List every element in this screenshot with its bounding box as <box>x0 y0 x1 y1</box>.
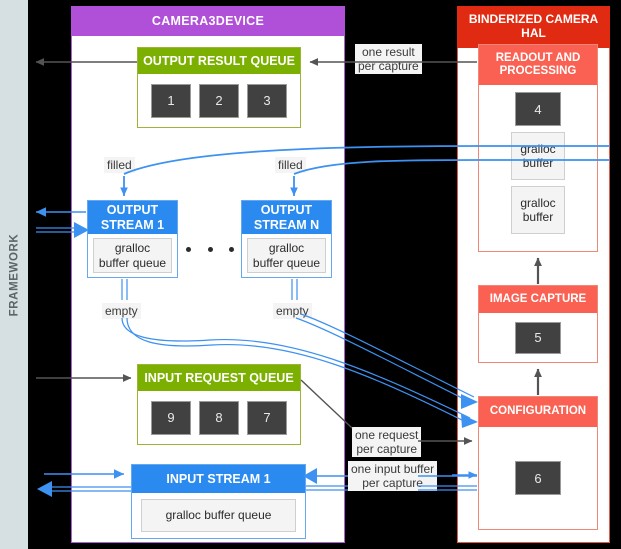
gralloc-buffer-queue: gralloc buffer queue <box>247 238 326 273</box>
output-result-queue-title: OUTPUT RESULT QUEUE <box>138 48 300 74</box>
output-stream-1-body: gralloc buffer queue <box>88 234 177 277</box>
configuration: CONFIGURATION 6 <box>478 396 598 530</box>
dot <box>207 246 213 252</box>
framework-label: FRAMEWORK <box>8 233 21 316</box>
chip: 3 <box>247 83 287 118</box>
output-stream-1-title-line-2: STREAM 1 <box>100 217 165 232</box>
label-line-2: per capture <box>358 59 419 74</box>
output-result-queue: OUTPUT RESULT QUEUE 1 2 3 <box>137 47 301 128</box>
readout-title-line-2: PROCESSING <box>499 65 577 77</box>
gralloc-line-1: gralloc <box>114 241 151 256</box>
gralloc-buffer-queue: gralloc buffer queue <box>93 238 172 273</box>
label-one-input-buffer-per-capture: one input buffer per capture <box>348 461 438 492</box>
readout-and-processing: READOUT AND PROCESSING 4 gralloc buffer … <box>478 44 598 252</box>
output-stream-n-title-line-2: STREAM N <box>253 217 320 232</box>
label-line-2: per capture <box>362 476 423 491</box>
chip: 2 <box>199 83 239 118</box>
chip: 9 <box>151 400 191 435</box>
framework-rail: FRAMEWORK <box>0 0 28 549</box>
dot <box>229 246 234 252</box>
output-stream-1-title-line-1: OUTPUT <box>106 203 159 218</box>
input-stream-1-title: INPUT STREAM 1 <box>132 465 305 493</box>
hal-title-line-1: BINDERIZED CAMERA <box>468 12 599 27</box>
gralloc-buffer-queue: gralloc buffer queue <box>141 499 296 532</box>
chip: 6 <box>515 461 561 495</box>
label-filled-1: filled <box>104 157 135 174</box>
image-capture-title: IMAGE CAPTURE <box>479 286 597 313</box>
image-capture: IMAGE CAPTURE 5 <box>478 285 598 363</box>
gralloc-line-2: buffer queue <box>252 255 321 270</box>
input-request-queue: INPUT REQUEST QUEUE 9 8 7 <box>137 364 301 445</box>
label-line-1: one request <box>355 428 419 442</box>
label-one-request-per-capture: one request per capture <box>352 427 422 458</box>
camera3device-title: CAMERA3DEVICE <box>71 6 345 36</box>
chip: 8 <box>199 400 239 435</box>
chip: 1 <box>151 83 191 118</box>
gralloc-line-1: gralloc <box>268 241 305 256</box>
chip: 5 <box>515 321 561 354</box>
readout-and-processing-body: 4 gralloc buffer gralloc buffer <box>479 85 597 251</box>
input-stream-1-body: gralloc buffer queue <box>132 493 305 538</box>
input-request-queue-title: INPUT REQUEST QUEUE <box>138 365 300 391</box>
label-line-1: one input buffer <box>351 462 435 476</box>
gralloc-line-2: buffer <box>522 210 554 224</box>
label-line-1: one result <box>362 45 415 59</box>
label-filled-2: filled <box>275 157 306 174</box>
label-one-result-per-capture: one result per capture <box>355 44 422 75</box>
output-stream-n: OUTPUT STREAM N gralloc buffer queue <box>241 200 332 278</box>
dot <box>186 246 191 252</box>
gralloc-line-2: buffer <box>522 156 554 170</box>
output-stream-1: OUTPUT STREAM 1 gralloc buffer queue <box>87 200 178 278</box>
chip: 4 <box>515 92 561 126</box>
input-request-queue-chips: 9 8 7 <box>138 391 300 444</box>
image-capture-body: 5 <box>479 313 597 362</box>
binderized-camera-hal-title: BINDERIZED CAMERA HAL <box>457 6 610 48</box>
chip: 7 <box>247 400 287 435</box>
output-stream-1-title: OUTPUT STREAM 1 <box>88 201 177 234</box>
label-line-2: per capture <box>356 442 418 457</box>
label-empty-2: empty <box>273 303 312 320</box>
gralloc-line-1: gralloc <box>520 195 556 210</box>
gralloc-line-2: buffer queue <box>98 255 167 270</box>
output-stream-n-body: gralloc buffer queue <box>242 234 331 277</box>
label-empty-1: empty <box>102 303 141 320</box>
ellipsis-dots <box>186 243 234 255</box>
readout-and-processing-title: READOUT AND PROCESSING <box>479 45 597 85</box>
configuration-title: CONFIGURATION <box>479 397 597 427</box>
input-stream-1: INPUT STREAM 1 gralloc buffer queue <box>131 464 306 539</box>
configuration-body: 6 <box>479 427 597 529</box>
gralloc-line-1: gralloc <box>520 141 556 156</box>
output-stream-n-title-line-1: OUTPUT <box>260 203 313 218</box>
output-result-queue-chips: 1 2 3 <box>138 74 300 127</box>
hal-title-line-2: HAL <box>521 26 546 40</box>
gralloc-buffer: gralloc buffer <box>511 132 565 180</box>
readout-title-line-1: READOUT AND <box>495 51 581 64</box>
output-stream-n-title: OUTPUT STREAM N <box>242 201 331 234</box>
gralloc-buffer: gralloc buffer <box>511 186 565 234</box>
